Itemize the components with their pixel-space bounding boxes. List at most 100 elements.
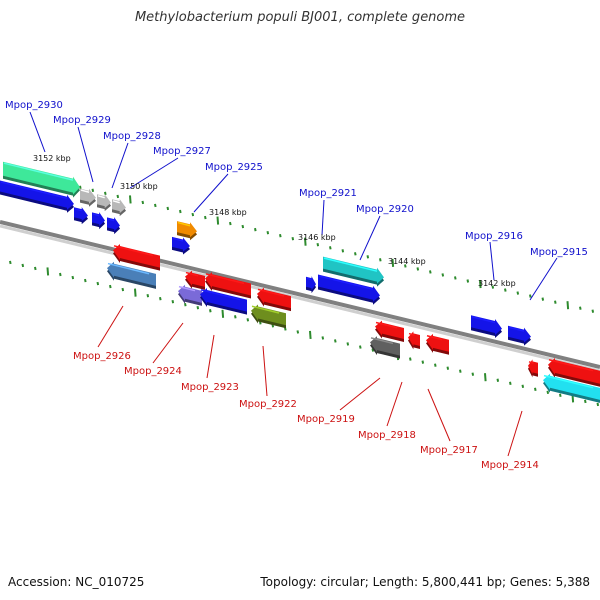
leader-line bbox=[386, 381, 403, 427]
ruler-tick bbox=[379, 258, 382, 262]
ruler-tick bbox=[229, 221, 232, 226]
ruler-tick bbox=[309, 330, 312, 340]
ruler-tick bbox=[129, 195, 132, 204]
leader-line bbox=[193, 173, 229, 213]
ruler-tick bbox=[116, 194, 120, 199]
ruler-tick bbox=[421, 360, 425, 364]
ruler-tick bbox=[59, 272, 62, 277]
ruler-tick bbox=[79, 185, 82, 190]
ruler-tick bbox=[209, 309, 212, 313]
ruler-tick bbox=[416, 267, 420, 271]
gene-label-mpop-2927: Mpop_2927 bbox=[153, 146, 211, 157]
ruler-tick bbox=[429, 270, 432, 274]
leader-line bbox=[152, 322, 184, 364]
gene-label-mpop-2914: Mpop_2914 bbox=[481, 460, 539, 471]
gene-arrow-mpop-2928 bbox=[97, 194, 111, 212]
gene-arrow-mpop-2919 bbox=[375, 320, 404, 343]
ruler-label-3144: 3144 kbp bbox=[388, 257, 426, 266]
gene-label-mpop-2929: Mpop_2929 bbox=[53, 115, 111, 126]
gene-arrow-mpop-2914b bbox=[528, 359, 538, 378]
ruler-tick bbox=[516, 291, 520, 295]
gene-arrow-mpop-2914 bbox=[548, 357, 600, 387]
gene-arrow-mpop-2914c bbox=[543, 373, 600, 403]
ruler-tick bbox=[504, 288, 507, 292]
ruler-label-3146: 3146 kbp bbox=[298, 233, 336, 242]
ruler-label-3150: 3150 kbp bbox=[120, 182, 158, 191]
ruler-tick bbox=[254, 227, 257, 232]
ruler-tick bbox=[359, 345, 362, 349]
ruler-tick bbox=[371, 348, 375, 352]
ruler-tick bbox=[234, 315, 237, 319]
ruler-tick bbox=[134, 288, 137, 297]
label-leader-lines bbox=[29, 111, 558, 457]
gene-features bbox=[0, 161, 600, 403]
ruler-tick bbox=[196, 306, 200, 310]
ruler-tick bbox=[459, 369, 462, 373]
ruler-labels: 3152 kbp 3150 kbp 3148 kbp 3146 kbp 3144… bbox=[33, 154, 516, 288]
ruler-tick bbox=[496, 378, 500, 382]
ruler-tick bbox=[584, 399, 587, 404]
gene-arrow-mpop-2921b bbox=[306, 276, 316, 294]
gene-arrow-mpop-2923b bbox=[200, 288, 247, 315]
leader-line bbox=[359, 215, 381, 261]
gene-arrow-mpop-2915 bbox=[508, 325, 531, 346]
backbone bbox=[0, 220, 600, 369]
ruler-tick bbox=[221, 309, 225, 318]
gene-labels: Mpop_2930 Mpop_2929 Mpop_2928 Mpop_2927 … bbox=[5, 100, 588, 471]
ruler-tick bbox=[154, 203, 157, 208]
ruler-tick bbox=[391, 258, 395, 267]
ruler-tick bbox=[529, 294, 532, 298]
ruler-tick bbox=[121, 287, 125, 292]
ruler-tick bbox=[491, 285, 495, 289]
gene-arrow-mpop-2917 bbox=[426, 333, 449, 355]
gene-arrow-mpop-2924b bbox=[178, 284, 202, 306]
gene-label-mpop-2930: Mpop_2930 bbox=[5, 100, 63, 111]
ruler-tick bbox=[166, 206, 170, 211]
gene-arrow-mpop-2930 bbox=[3, 161, 80, 198]
ruler-tick bbox=[141, 200, 145, 205]
gene-label-mpop-2916: Mpop_2916 bbox=[465, 231, 523, 242]
ruler-tick bbox=[46, 267, 50, 276]
ruler-tick bbox=[559, 393, 562, 398]
ruler-tick bbox=[591, 309, 595, 313]
gene-arrow-mpop-2926 bbox=[113, 244, 160, 271]
leader-line bbox=[77, 126, 94, 183]
gene-arrow-mpop-2929b bbox=[74, 207, 88, 225]
gene-label-mpop-2928: Mpop_2928 bbox=[103, 131, 161, 142]
ruler-tick bbox=[366, 255, 370, 259]
leader-line bbox=[262, 345, 268, 397]
leader-line bbox=[129, 157, 179, 189]
ruler-tick bbox=[441, 273, 445, 277]
ruler-tick bbox=[266, 230, 270, 235]
leader-line bbox=[339, 377, 381, 411]
ruler-tick bbox=[509, 381, 512, 385]
ruler-tick bbox=[109, 284, 112, 289]
gene-arrow-mpop-2920 bbox=[318, 274, 380, 305]
ruler-tick bbox=[171, 299, 175, 304]
gene-arrow-mpop-2929 bbox=[80, 188, 96, 207]
leader-line bbox=[507, 410, 523, 457]
gene-arrow-mpop-2927 bbox=[107, 217, 120, 235]
ruler-tick bbox=[34, 266, 37, 271]
ruler-tick bbox=[446, 366, 450, 370]
ruler-tick bbox=[179, 209, 182, 214]
ruler-tick bbox=[84, 278, 87, 283]
ruler-tick bbox=[146, 293, 150, 298]
ruler-tick bbox=[296, 330, 300, 334]
gene-label-mpop-2920: Mpop_2920 bbox=[356, 204, 414, 215]
accession-text: Accession: NC_010725 bbox=[8, 575, 145, 589]
ruler-tick bbox=[321, 336, 325, 340]
ruler-tick bbox=[521, 384, 525, 388]
gene-arrow-mpop-2918 bbox=[408, 331, 420, 350]
ruler-tick bbox=[534, 387, 537, 392]
ruler-tick bbox=[279, 233, 282, 238]
ruler-tick bbox=[484, 373, 487, 382]
leader-line bbox=[206, 334, 215, 379]
ruler-tick bbox=[71, 275, 75, 280]
ruler-tick bbox=[246, 318, 250, 322]
gene-arrow-mpop-2925b bbox=[172, 236, 190, 255]
gene-arrow-mpop-2930b bbox=[0, 180, 74, 213]
gene-label-mpop-2915: Mpop_2915 bbox=[530, 247, 588, 258]
leader-line bbox=[111, 142, 129, 189]
ruler-tick bbox=[316, 243, 320, 247]
